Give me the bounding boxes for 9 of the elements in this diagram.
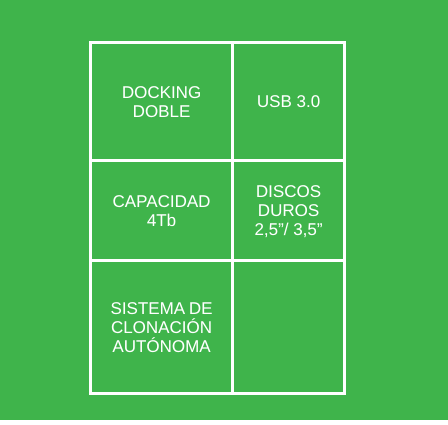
grid-cell: [89, 259, 234, 395]
feature-label: DOCKING DOBLE: [120, 82, 202, 120]
feature-label: DISCOS DUROS 2,5”/ 3,5”: [253, 182, 324, 239]
feature-label: CAPACIDAD 4Tb: [112, 192, 212, 230]
grid-cell: [231, 259, 346, 395]
feature-label: USB 3.0: [256, 92, 320, 111]
feature-label: SISTEMA DE CLONACIÓN AUTÓNOMA: [109, 298, 214, 356]
grid-cell: [231, 41, 346, 162]
grid-cell: [89, 41, 234, 162]
